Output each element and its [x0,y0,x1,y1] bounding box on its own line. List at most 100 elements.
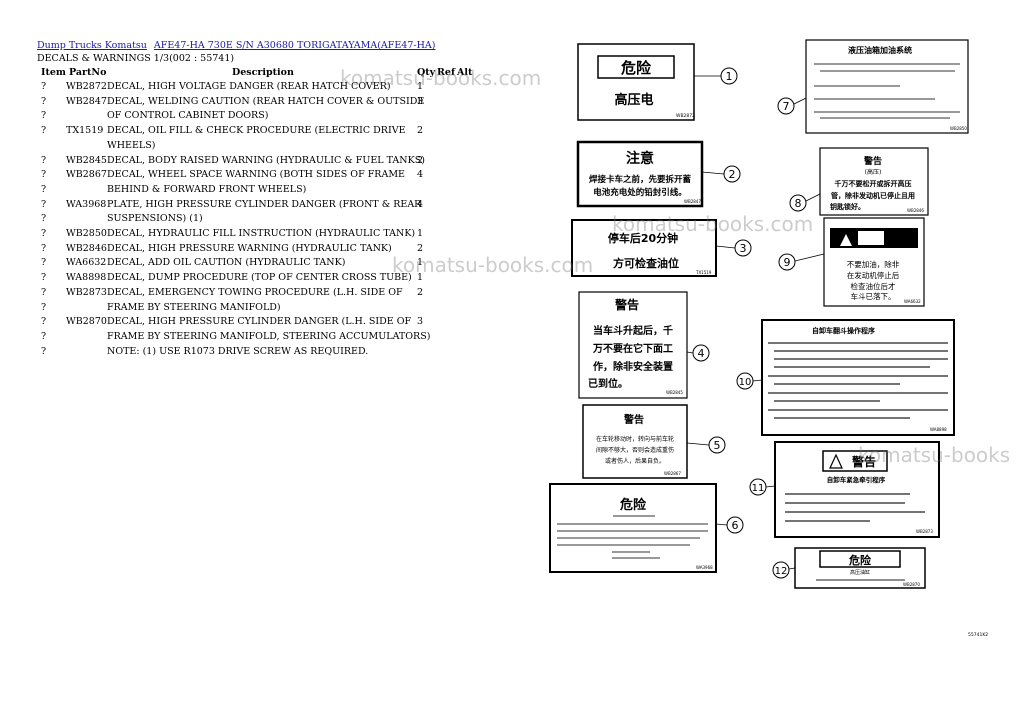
row-item: ? [41,330,47,342]
row-item: ? [41,272,47,284]
decal-3-line2: 方可检查油位 [613,256,679,270]
decal-5-line1: 在车轮移动时，转向与前车轮 [596,435,674,443]
row-description: DECAL, BODY RAISED WARNING (HYDRAULIC & … [107,154,425,166]
row-description: OF CONTROL CABINET DOORS) [107,110,269,122]
row-item: ? [41,213,47,225]
decal-12-title: 危险 [848,553,872,567]
table-row: WHEELS) [0,140,470,154]
row-description: DECAL, HYDRAULIC FILL INSTRUCTION (HYDRA… [107,228,416,239]
callout-2: 2 [723,165,741,183]
callout-1: 1 [720,67,738,85]
col-item: Item [41,67,66,78]
row-item: ? [41,183,47,195]
decal-9-code: WA6632 [904,299,921,304]
decal-12-code: WB2870 [903,582,920,587]
row-qty: 1 [417,228,424,239]
row-part-no: WA6632 [66,257,107,269]
svg-text:3: 3 [740,242,747,255]
row-qty: 2 [417,125,424,137]
col-ref: Ref [437,67,456,78]
svg-text:7: 7 [783,100,790,113]
decal-11-sub: 自卸车紧急牵引程序 [827,475,886,484]
decal-8-line3: 钥匙锁好。 [830,202,865,211]
decal-11-code: WB2873 [916,529,933,534]
breadcrumb-link-dump-trucks[interactable]: Dump Trucks Komatsu [37,40,147,51]
table-row: ?FRAME BY STEERING MANIFOLD) [0,302,470,316]
row-description: DECAL, OIL FILL & CHECK PROCEDURE (ELECT… [107,125,406,137]
callout-4: 4 [692,344,710,362]
row-qty: 3 [417,316,424,328]
warning-triangle-icon [829,453,843,469]
row-item: ? [41,316,47,328]
row-description: DECAL, WELDING CAUTION (REAR HATCH COVER… [107,95,425,107]
decal-10-code: WA8898 [930,427,947,432]
decal-4-line1: 当车斗升起后，千 [593,324,673,337]
col-qty: Qty [417,67,436,78]
svg-text:6: 6 [732,519,739,532]
decal-3: 停车后20分钟 方可检查油位 TX1519 [571,219,717,277]
row-item: ? [41,257,47,269]
row-description: DECAL, WHEEL SPACE WARNING (BOTH SIDES O… [107,169,405,181]
row-item: ? [41,286,47,298]
table-row: ? FRAME BY STEERING MANIFOLD, STEERING AC… [0,331,470,345]
decal-9-line3: 检查油位后才 [851,281,896,291]
row-item: ? [41,154,47,166]
table-row: ?SUSPENSIONS) (1) [0,213,470,227]
decal-10: 自卸车翻斗操作程序 WA8898 [761,319,955,436]
decal-8-line2: 管，除非发动机已停止且用 [831,191,915,200]
callout-12: 12 [772,561,790,579]
decal-12-sub: 高压油缸 [850,569,870,576]
decal-8-sub: (高压) [865,168,882,176]
callout-8: 8 [789,194,807,212]
svg-text:8: 8 [795,197,802,210]
decal-9: 不要加油，除非 在发动机停止后 检查油位后才 车斗已落下。 WA6632 [823,217,925,307]
callout-5: 5 [708,436,726,454]
row-description: DECAL, HIGH VOLTAGE DANGER (REAR HATCH C… [107,81,391,92]
row-qty: 4 [417,198,424,210]
row-part-no: WB2873 [66,286,107,298]
decal-7-title: 液压油箱加油系统 [848,45,912,55]
breadcrumb-link-model[interactable]: AFE47-HA 730E S/N A30680 TORIGATAYAMA(AF… [153,40,436,51]
decal-1-code: WB2872 [676,113,695,119]
decal-11: 警告 自卸车紧急牵引程序 WB2873 [774,441,940,538]
table-row: ?OF CONTROL CABINET DOORS) [0,110,470,124]
row-item: ? [41,95,47,107]
svg-text:4: 4 [698,347,705,360]
row-qty: 1 [417,81,424,92]
row-part-no: WB2870 [66,316,107,328]
row-qty: 2 [417,154,424,166]
decal-9-line4: 车斗已落下。 [851,291,896,301]
row-qty: 2 [417,242,424,254]
svg-text:11: 11 [752,483,765,494]
row-description: DECAL, EMERGENCY TOWING PROCEDURE (L.H. … [107,286,403,298]
row-description: NOTE: (1) USE R1073 DRIVE SCREW AS REQUI… [107,345,369,357]
row-item: ? [41,228,47,239]
decal-8: 警告 (高压) 千万不要松开或拆开高压 管，除非发动机已停止且用 钥匙锁好。 W… [819,147,929,216]
decal-8-code: WB2846 [907,208,924,213]
col-part-no: PartNo [69,67,107,78]
decal-1-title: 危险 [621,59,652,77]
row-description: FRAME BY STEERING MANIFOLD, STEERING ACC… [107,330,431,342]
decal-5-line3: 或者伤人，后果自负。 [605,457,665,465]
decal-9-line2: 在发动机停止后 [847,270,900,280]
watermark: komatsu-books.com [612,212,814,236]
decal-2: 注意 焊接卡车之前，先要拆开蓄 电池充电处的铅封引线。 WB2847 [576,140,704,208]
decal-12: 危险 高压油缸 WB2870 [794,547,926,589]
callout-3: 3 [734,239,752,257]
row-description: FRAME BY STEERING MANIFOLD) [107,301,281,313]
row-description: DECAL, HIGH PRESSURE WARNING (HYDRAULIC … [107,242,392,254]
decal-9-line1: 不要加油，除非 [847,259,900,269]
decal-10-title: 自卸车翻斗操作程序 [812,326,875,335]
svg-text:5: 5 [714,439,721,452]
row-item: ? [41,345,47,357]
figure-code: 55741K2 [968,632,988,638]
row-description: WHEELS) [107,139,156,151]
decal-7: 液压油箱加油系统 WB2850 [805,39,969,134]
